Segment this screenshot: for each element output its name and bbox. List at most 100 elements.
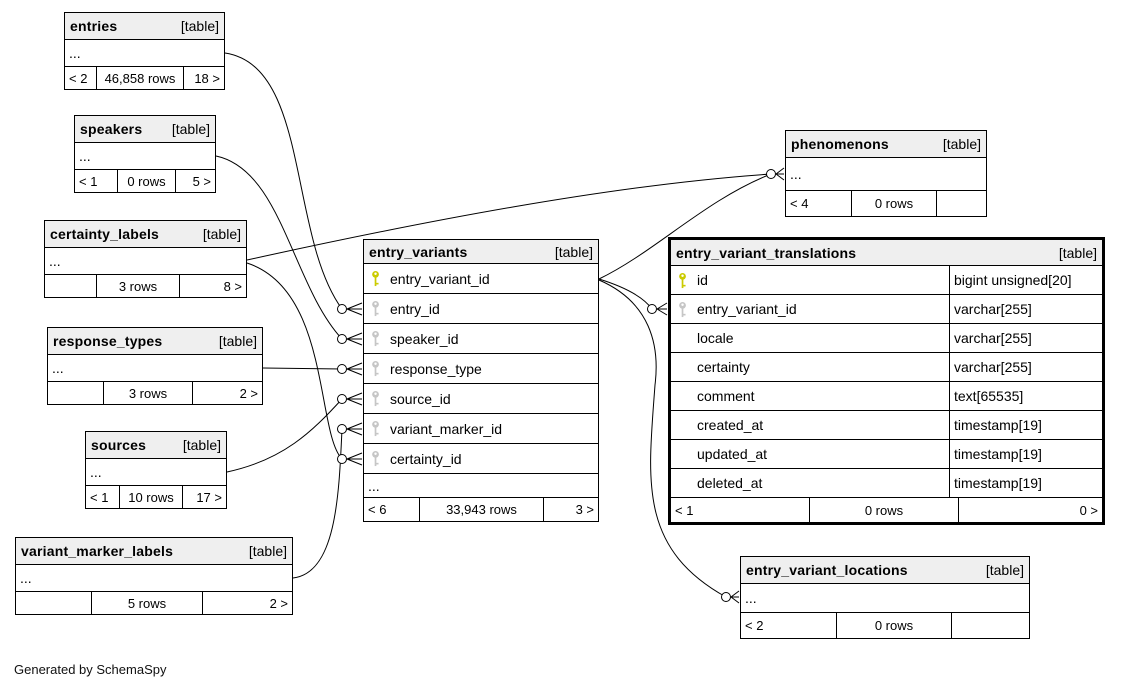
child-count: 17 > — [182, 486, 226, 508]
row-count: 33,943 rows — [419, 498, 543, 521]
relationship-variant-marker-labels-variant-marker-id — [292, 428, 343, 579]
row-count: 0 rows — [809, 498, 958, 522]
table-header: entry_variant_locations [table] — [741, 557, 1029, 584]
column-row: variant_marker_id — [364, 414, 598, 444]
table-tag: [table] — [180, 18, 219, 34]
table-tag: [table] — [202, 226, 241, 242]
row-count: 5 rows — [91, 592, 202, 614]
child-count — [951, 613, 1029, 638]
column-row: certainty_id — [364, 444, 598, 474]
collapsed-columns-row: ... — [48, 355, 262, 382]
row-count: 0 rows — [851, 191, 936, 216]
table-header: speakers [table] — [75, 116, 215, 143]
table-footer: < 4 0 rows — [786, 191, 986, 216]
table-phenomenons[interactable]: phenomenons [table] ... < 4 0 rows — [785, 130, 987, 217]
row-count: 0 rows — [117, 170, 175, 192]
table-header: entry_variant_translations [table] — [671, 240, 1102, 266]
generator-credit: Generated by SchemaSpy — [14, 662, 167, 677]
column-type: text[65535] — [949, 382, 1102, 410]
child-count — [936, 191, 986, 216]
table-response-types[interactable]: response_types [table] ... 3 rows 2 > — [47, 327, 263, 405]
column-row: response_type — [364, 354, 598, 384]
foreign-key-icon — [372, 450, 379, 467]
table-name: entry_variant_translations — [676, 244, 857, 261]
child-count: 3 > — [543, 498, 598, 521]
table-tag: [table] — [942, 136, 981, 152]
table-name: certainty_labels — [50, 226, 160, 242]
collapsed-columns-row: ... — [364, 474, 598, 498]
column-row: entry_id — [364, 294, 598, 324]
row-count: 3 rows — [103, 382, 192, 404]
child-count: 5 > — [175, 170, 215, 192]
collapsed-columns-row: ... — [786, 158, 986, 191]
table-name: entry_variant_locations — [746, 562, 908, 578]
collapsed-columns-row: ... — [86, 459, 226, 486]
table-tag: [table] — [171, 121, 210, 137]
table-variant-marker-labels[interactable]: variant_marker_labels [table] ... 5 rows… — [15, 537, 293, 615]
table-header: response_types [table] — [48, 328, 262, 355]
table-footer: < 2 46,858 rows 18 > — [65, 67, 224, 89]
relationship-sources-source-id — [226, 398, 343, 473]
column-type: varchar[255] — [949, 295, 1102, 323]
table-footer: < 2 0 rows — [741, 613, 1029, 638]
foreign-key-icon — [372, 330, 379, 347]
row-count: 46,858 rows — [96, 67, 183, 89]
parent-count: < 2 — [69, 70, 88, 86]
foreign-key-icon — [372, 360, 379, 377]
column-type: varchar[255] — [949, 324, 1102, 352]
column-row: source_id — [364, 384, 598, 414]
table-tag: [table] — [248, 543, 287, 559]
foreign-key-icon — [372, 390, 379, 407]
row-count: 0 rows — [836, 613, 951, 638]
foreign-key-icon — [372, 420, 379, 437]
column-type: varchar[255] — [949, 353, 1102, 381]
table-certainty-labels[interactable]: certainty_labels [table] ... 3 rows 8 > — [44, 220, 247, 298]
table-header: variant_marker_labels [table] — [16, 538, 292, 565]
column-row: comment text[65535] — [671, 382, 1102, 411]
column-row: certainty varchar[255] — [671, 353, 1102, 382]
table-name: sources — [91, 437, 147, 453]
table-header: entries [table] — [65, 13, 224, 40]
table-tag: [table] — [1058, 244, 1097, 261]
foreign-key-icon — [679, 301, 686, 317]
table-speakers[interactable]: speakers [table] ... < 1 0 rows 5 > — [74, 115, 216, 193]
table-header: entry_variants [table] — [364, 240, 598, 264]
table-header: sources [table] — [86, 432, 226, 459]
collapsed-columns-row: ... — [741, 584, 1029, 613]
column-type: timestamp[19] — [949, 411, 1102, 439]
table-entry-variant-locations[interactable]: entry_variant_locations [table] ... < 2 … — [740, 556, 1030, 639]
primary-key-icon — [372, 270, 379, 287]
parent-count: < 6 — [368, 502, 387, 517]
table-sources[interactable]: sources [table] ... < 1 10 rows 17 > — [85, 431, 227, 509]
parent-count: < 1 — [79, 173, 98, 189]
table-footer: 3 rows 2 > — [48, 382, 262, 404]
table-header: certainty_labels [table] — [45, 221, 246, 248]
table-name: entries — [70, 18, 118, 34]
child-count: 2 > — [202, 592, 292, 614]
parent-count: < 1 — [675, 502, 694, 518]
collapsed-columns-row: ... — [75, 143, 215, 170]
relationship-entry-variants-translations — [598, 278, 653, 310]
column-type: timestamp[19] — [949, 440, 1102, 468]
table-footer: 5 rows 2 > — [16, 592, 292, 614]
parent-count: < 2 — [745, 618, 764, 633]
column-row: created_at timestamp[19] — [671, 411, 1102, 440]
row-count: 10 rows — [119, 486, 182, 508]
child-count: 8 > — [179, 275, 246, 297]
primary-key-icon — [679, 272, 686, 288]
table-entry-variants[interactable]: entry_variants [table] entry_variant_id … — [363, 239, 599, 522]
column-type: bigint unsigned[20] — [949, 266, 1102, 294]
table-entry-variant-translations[interactable]: entry_variant_translations [table] id bi… — [668, 237, 1105, 525]
row-count: 3 rows — [96, 275, 179, 297]
table-tag: [table] — [218, 333, 257, 349]
table-tag: [table] — [985, 562, 1024, 578]
collapsed-columns-row: ... — [65, 40, 224, 67]
table-entries[interactable]: entries [table] ... < 2 46,858 rows 18 > — [64, 12, 225, 90]
table-name: phenomenons — [791, 136, 889, 152]
table-footer: < 1 10 rows 17 > — [86, 486, 226, 508]
column-row: updated_at timestamp[19] — [671, 440, 1102, 469]
table-tag: [table] — [554, 243, 593, 260]
child-count: 0 > — [958, 498, 1102, 522]
column-row: entry_variant_id varchar[255] — [671, 295, 1102, 324]
